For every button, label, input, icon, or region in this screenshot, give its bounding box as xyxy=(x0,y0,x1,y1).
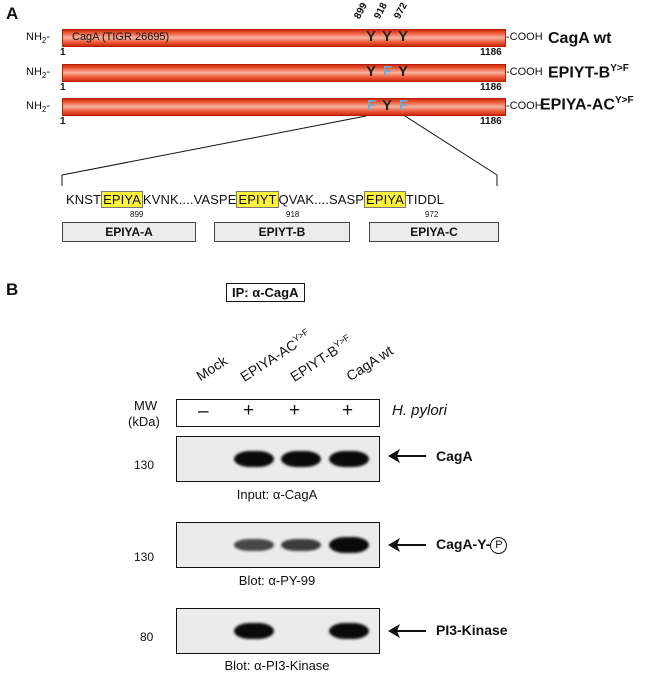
zoom-lines xyxy=(61,115,498,186)
mw-label: MW xyxy=(134,398,158,413)
end-residue: 1186 xyxy=(480,47,502,58)
construct-name: EPIYT-BY>F xyxy=(548,63,629,82)
blot-pi3-kinase xyxy=(176,608,380,654)
protein-bar xyxy=(62,64,506,82)
hpylori-sign-epiyt-b: + xyxy=(289,400,301,421)
n-terminus-label: NH2- xyxy=(26,31,51,46)
sequence-position-918: 918 xyxy=(286,210,300,219)
ip-label: IP: α-CagA xyxy=(226,283,305,302)
band xyxy=(234,539,274,551)
blot-caption-pi3-kinase: Blot: α-PI3-Kinase xyxy=(224,658,330,673)
lane-label-mock: Mock xyxy=(193,352,231,384)
band xyxy=(329,623,369,639)
hpylori-label: H. pylori xyxy=(392,402,448,419)
sequence-position-899: 899 xyxy=(130,210,144,219)
tyrosine-899: Y xyxy=(366,63,377,80)
tyrosine-918: Y xyxy=(382,97,393,114)
mw-marker-blot-1: 130 xyxy=(134,458,155,472)
band xyxy=(281,451,321,467)
mw-marker-blot-3: 80 xyxy=(140,630,154,644)
blot-label-cagA-y-p: CagA-Y-P xyxy=(436,536,508,554)
band xyxy=(234,451,274,467)
start-residue: 1 xyxy=(60,116,66,127)
panel-a-letter: A xyxy=(6,4,19,23)
sequence-position-972: 972 xyxy=(425,210,439,219)
motif-epiya-a: EPIYA xyxy=(101,191,143,208)
tyrosine-918: Y xyxy=(382,28,393,45)
arrow-icon xyxy=(388,624,426,638)
arrow-icon xyxy=(388,538,426,552)
blot-label-pi3-kinase: PI3-Kinase xyxy=(436,622,508,638)
hpylori-sign-epiya-ac: + xyxy=(243,400,255,421)
protein-bar xyxy=(62,29,506,47)
motif-epiyt-b: EPIYT xyxy=(236,191,279,208)
c-terminus-label: -COOH xyxy=(506,31,543,43)
construct-name: EPIYA-ACY>F xyxy=(540,95,634,114)
motif-box-epiyt-b: EPIYT-B xyxy=(214,222,350,242)
c-terminus-label: -COOH xyxy=(506,66,543,78)
kda-label: (kDa) xyxy=(128,414,160,429)
panel-b-letter: B xyxy=(6,280,19,299)
hpylori-sign-mock: – xyxy=(198,401,209,422)
band xyxy=(329,451,369,467)
arrow-icon xyxy=(388,449,426,463)
hpylori-sign-cagA-wt: + xyxy=(342,400,354,421)
end-residue: 1186 xyxy=(480,82,502,93)
motif-box-epiya-a: EPIYA-A xyxy=(62,222,196,242)
phenylalanine-899: F xyxy=(367,97,377,114)
phospho-icon: P xyxy=(490,536,508,554)
tyrosine-972: Y xyxy=(398,28,409,45)
tyrosine-899: Y xyxy=(366,28,377,45)
protein-bar xyxy=(62,98,506,116)
band xyxy=(281,538,321,552)
construct-name: CagA wt xyxy=(548,30,612,47)
phenylalanine-918: F xyxy=(383,63,393,80)
start-residue: 1 xyxy=(60,82,66,93)
band xyxy=(234,623,274,639)
mw-marker-blot-2: 130 xyxy=(134,550,155,564)
blot-label-cagA: CagA xyxy=(436,448,473,464)
start-residue: 1 xyxy=(60,47,66,58)
protein-bar-label: CagA (TIGR 26695) xyxy=(72,31,170,43)
hpylori-row xyxy=(176,399,380,427)
blot-caption-py-99: Blot: α-PY-99 xyxy=(238,573,316,588)
n-terminus-label: NH2- xyxy=(26,100,51,115)
motif-box-epiya-c: EPIYA-C xyxy=(369,222,499,242)
blot-input-cagA xyxy=(176,436,380,482)
phenylalanine-972: F xyxy=(399,97,409,114)
c-terminus-label: -COOH xyxy=(506,100,543,112)
tyrosine-972: Y xyxy=(398,63,409,80)
blot-py-99 xyxy=(176,522,380,568)
band xyxy=(329,537,369,553)
blot-caption-input: Input: α-CagA xyxy=(236,487,318,502)
n-terminus-label: NH2- xyxy=(26,66,51,81)
end-residue: 1186 xyxy=(480,116,502,127)
motif-epiya-c: EPIYA xyxy=(364,191,406,208)
